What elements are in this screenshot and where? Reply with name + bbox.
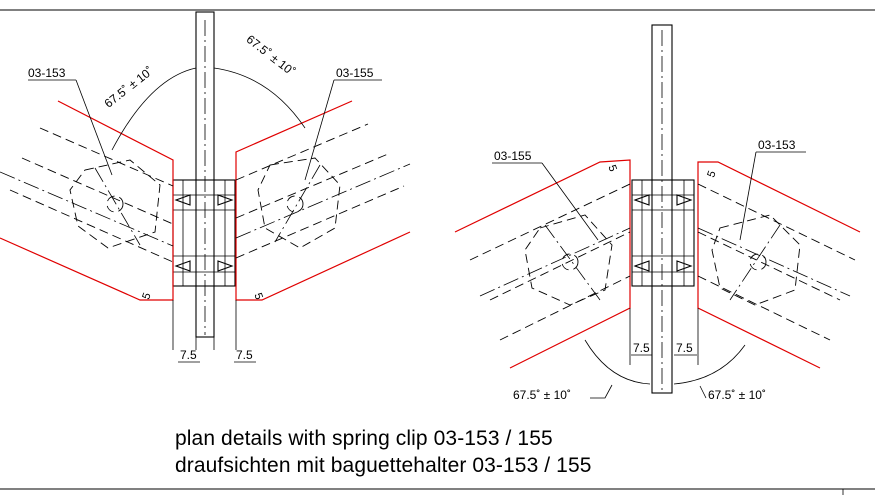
right-clip-03-153 — [711, 214, 801, 306]
left-angle-right: 67.5˚ ± 10˚ — [244, 32, 298, 79]
left-gap-left: 7.5 — [180, 348, 197, 362]
caption-line-english: plan details with spring clip 03-153 / 1… — [175, 427, 553, 450]
right-clamp-block — [631, 179, 695, 287]
left-glass-b — [235, 100, 411, 301]
left-post — [195, 11, 215, 338]
right-angle-left: 67.5˚ ± 10˚ — [513, 388, 571, 402]
left-label-03-153: 03-153 — [28, 66, 66, 80]
right-edge-right: 5 — [705, 169, 718, 179]
left-gap-right: 7.5 — [236, 348, 253, 362]
right-post — [651, 24, 673, 394]
left-edge-left: 5 — [140, 291, 153, 301]
left-clamp-block — [172, 179, 236, 287]
left-edge-right: 5 — [251, 291, 264, 301]
right-detail: 03-155 03-153 5 5 7.5 7.5 67.5˚ ± 10˚ 67… — [454, 24, 861, 402]
right-gap-left: 7.5 — [633, 341, 650, 355]
left-label-03-155: 03-155 — [336, 66, 374, 80]
right-glass-a — [454, 159, 631, 369]
right-clip-03-155 — [524, 214, 613, 306]
right-angle-right: 67.5˚ ± 10˚ — [708, 388, 766, 402]
right-edge-left: 5 — [605, 163, 618, 173]
left-angle-left: 67.5˚ ± 10˚ — [102, 64, 156, 111]
right-glass-b — [697, 161, 861, 369]
right-label-03-153: 03-153 — [758, 138, 796, 152]
left-detail: 67.5˚ ± 10˚ 67.5˚ ± 10˚ 03-153 03-155 7.… — [0, 11, 411, 363]
left-glass-a — [0, 100, 174, 301]
right-label-03-155: 03-155 — [494, 149, 532, 163]
right-gap-right: 7.5 — [676, 341, 693, 355]
left-clip-03-155 — [257, 157, 341, 249]
caption-line-german: draufsichten mit baguettehalter 03-153 /… — [175, 454, 592, 477]
left-clip-03-153 — [69, 159, 161, 249]
